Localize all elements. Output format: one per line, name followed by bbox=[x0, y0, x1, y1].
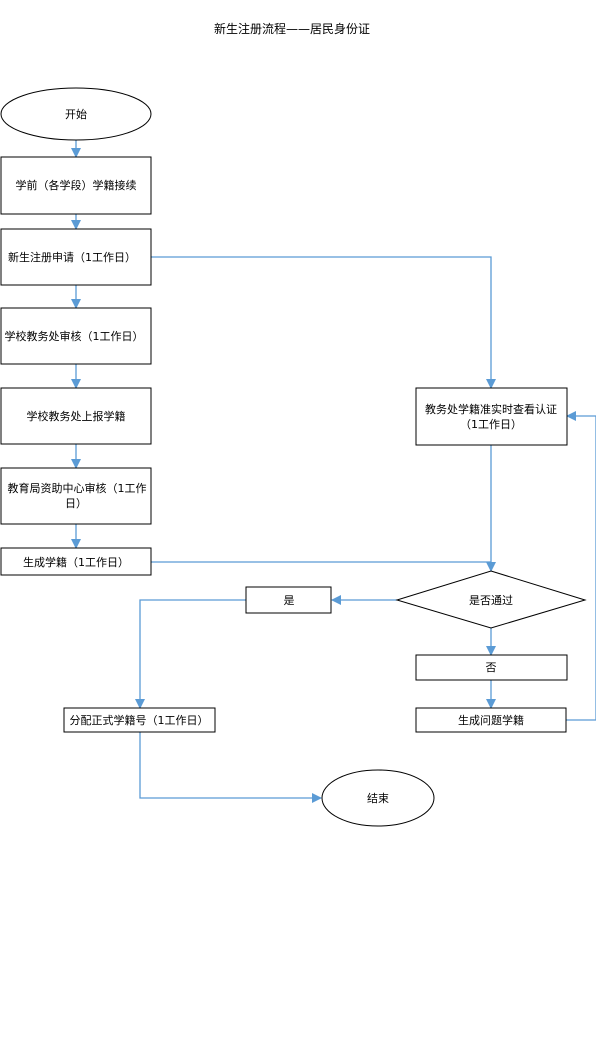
audit-label: 学校教务处审核（1工作日） bbox=[5, 329, 144, 343]
apply-node: 新生注册申请（1工作日） bbox=[0, 228, 152, 286]
diagram-title: 新生注册流程——居民身份证 bbox=[214, 21, 370, 36]
aid-audit-label-line2: 日） bbox=[65, 497, 87, 510]
end-label: 结束 bbox=[367, 792, 389, 805]
generate-node: 生成学籍（1工作日） bbox=[0, 547, 152, 576]
start-node: 开始 bbox=[0, 87, 152, 141]
preschool-node: 学前（各学段）学籍接续 bbox=[0, 156, 152, 215]
yes-node: 是 bbox=[245, 586, 332, 614]
report-node: 学校教务处上报学籍 bbox=[0, 387, 152, 445]
arrow-problem-to-verify bbox=[566, 411, 596, 721]
connectors bbox=[71, 140, 596, 803]
assign-node: 分配正式学籍号（1工作日） bbox=[63, 707, 216, 733]
arrow-apply-to-verify bbox=[151, 256, 496, 389]
start-label: 开始 bbox=[65, 107, 87, 121]
decision-node: 是否通过 bbox=[395, 570, 587, 629]
aid-audit-label-line1: 教育局资助中心审核（1工作 bbox=[8, 481, 147, 495]
verify-label-line1: 教务处学籍准实时查看认证 bbox=[425, 402, 557, 416]
arrow-assign-to-end bbox=[139, 732, 322, 803]
aid-audit-node: 教育局资助中心审核（1工作 日） bbox=[0, 467, 152, 525]
apply-label: 新生注册申请（1工作日） bbox=[8, 250, 136, 264]
assign-label: 分配正式学籍号（1工作日） bbox=[70, 713, 209, 727]
generate-label: 生成学籍（1工作日） bbox=[23, 555, 129, 569]
arrow-yes-to-assign bbox=[135, 599, 246, 709]
preschool-label: 学前（各学段）学籍接续 bbox=[16, 178, 137, 192]
problem-node: 生成问题学籍 bbox=[415, 707, 567, 733]
verify-label-line2: （1工作日） bbox=[460, 418, 522, 431]
report-label: 学校教务处上报学籍 bbox=[27, 409, 126, 423]
end-node: 结束 bbox=[321, 769, 435, 827]
audit-node: 学校教务处审核（1工作日） bbox=[0, 307, 152, 365]
no-node: 否 bbox=[415, 654, 568, 681]
no-label: 否 bbox=[486, 661, 497, 674]
yes-label: 是 bbox=[284, 594, 295, 607]
verify-node: 教务处学籍准实时查看认证 （1工作日） bbox=[415, 387, 568, 446]
problem-label: 生成问题学籍 bbox=[458, 713, 524, 727]
decision-label: 是否通过 bbox=[469, 594, 513, 607]
